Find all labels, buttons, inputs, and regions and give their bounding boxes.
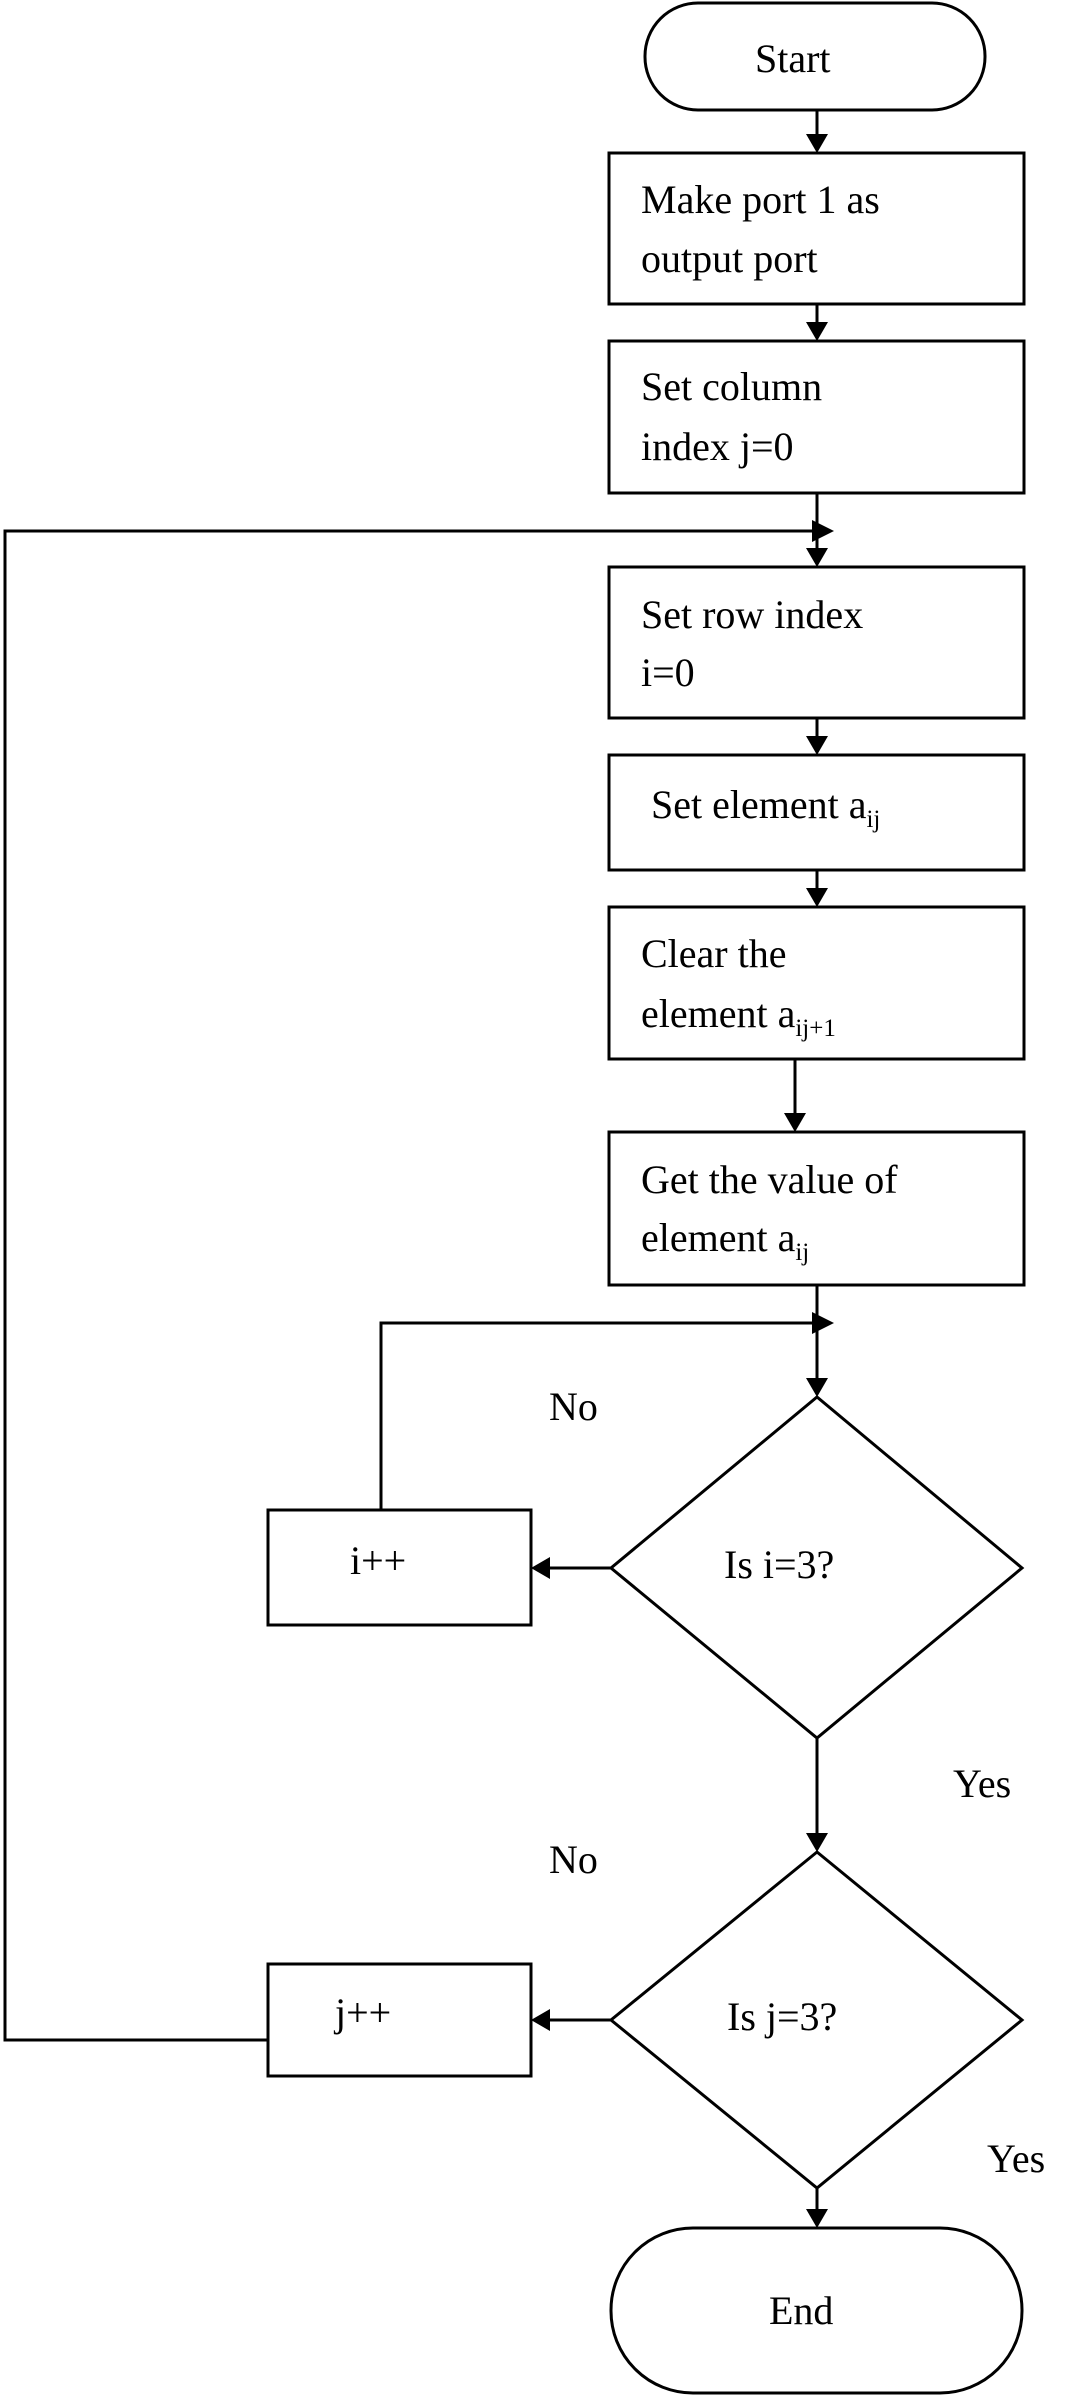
process-label-line1: Clear the bbox=[641, 931, 787, 976]
arrowhead bbox=[784, 1113, 806, 1132]
node-decision-j: Is j=3? bbox=[608, 1850, 1025, 2190]
node-get-value: Get the value of element aij bbox=[607, 1130, 1026, 1287]
element-text: element a bbox=[641, 991, 796, 1036]
start-label: Start bbox=[755, 36, 831, 81]
process-box bbox=[607, 1130, 1026, 1287]
process-label-line1: Make port 1 as bbox=[641, 177, 880, 222]
arrowhead bbox=[806, 1378, 828, 1397]
end-label: End bbox=[769, 2288, 833, 2333]
node-set-column: Set column index j=0 bbox=[607, 339, 1026, 495]
node-increment-j: j++ bbox=[266, 1962, 533, 2078]
arrowhead bbox=[812, 1312, 834, 1334]
arrowhead bbox=[806, 134, 828, 153]
process-label-line2: element aij bbox=[641, 1215, 809, 1266]
process-label: j++ bbox=[333, 1990, 391, 2035]
arrowhead bbox=[806, 736, 828, 755]
arrowhead bbox=[806, 2209, 828, 2228]
element-subscript: ij+1 bbox=[795, 1015, 836, 1042]
process-label-line2: element aij+1 bbox=[641, 991, 836, 1042]
element-text: element a bbox=[641, 1215, 796, 1260]
arrowhead bbox=[812, 520, 834, 542]
process-box bbox=[607, 753, 1026, 872]
decision-label: Is j=3? bbox=[727, 1994, 837, 2039]
decision-diamond bbox=[608, 1395, 1025, 1740]
element-text: Set element a bbox=[651, 782, 867, 827]
process-label-line2: index j=0 bbox=[641, 424, 794, 469]
terminator-shape bbox=[643, 1, 987, 112]
arrowhead bbox=[806, 888, 828, 907]
arrowhead bbox=[531, 2009, 550, 2031]
node-set-row: Set row index i=0 bbox=[607, 565, 1026, 720]
process-label-line1: Set row index bbox=[641, 592, 863, 637]
arrowhead bbox=[531, 1557, 550, 1579]
edge-loop-i bbox=[379, 1321, 812, 1510]
process-label: i++ bbox=[350, 1538, 406, 1583]
node-make-port: Make port 1 as output port bbox=[607, 151, 1026, 306]
arrowhead bbox=[806, 322, 828, 341]
process-label-line2: i=0 bbox=[641, 650, 695, 695]
arrowhead bbox=[806, 1833, 828, 1852]
edge-loop-j bbox=[3, 529, 812, 2042]
process-label-line1: Set column bbox=[641, 364, 822, 409]
edges bbox=[3, 110, 834, 2228]
node-increment-i: i++ bbox=[266, 1508, 533, 1627]
element-subscript: ij bbox=[795, 1239, 809, 1266]
node-end: End bbox=[609, 2226, 1024, 2395]
node-clear-element: Clear the element aij+1 bbox=[607, 905, 1026, 1061]
edge-label-j-no: No bbox=[549, 1837, 598, 1882]
arrowhead bbox=[806, 548, 828, 567]
process-box bbox=[607, 339, 1026, 495]
edge-label-i-yes: Yes bbox=[953, 1761, 1011, 1806]
process-box bbox=[266, 1508, 533, 1627]
decision-diamond bbox=[608, 1850, 1025, 2190]
edge-labels: No Yes No Yes bbox=[549, 1384, 1045, 2181]
process-box bbox=[607, 905, 1026, 1061]
process-label-line2: output port bbox=[641, 236, 818, 281]
process-label: Set element aij bbox=[651, 782, 880, 833]
process-box bbox=[607, 565, 1026, 720]
process-label-line1: Get the value of bbox=[641, 1157, 898, 1202]
process-box bbox=[607, 151, 1026, 306]
element-subscript: ij bbox=[866, 806, 880, 833]
edge-label-j-yes: Yes bbox=[987, 2136, 1045, 2181]
node-decision-i: Is i=3? bbox=[608, 1395, 1025, 1740]
terminator-shape bbox=[609, 2226, 1024, 2395]
process-box bbox=[266, 1962, 533, 2078]
decision-label: Is i=3? bbox=[724, 1542, 834, 1587]
node-set-element: Set element aij bbox=[607, 753, 1026, 872]
edge-label-i-no: No bbox=[549, 1384, 598, 1429]
node-start: Start bbox=[643, 1, 987, 112]
